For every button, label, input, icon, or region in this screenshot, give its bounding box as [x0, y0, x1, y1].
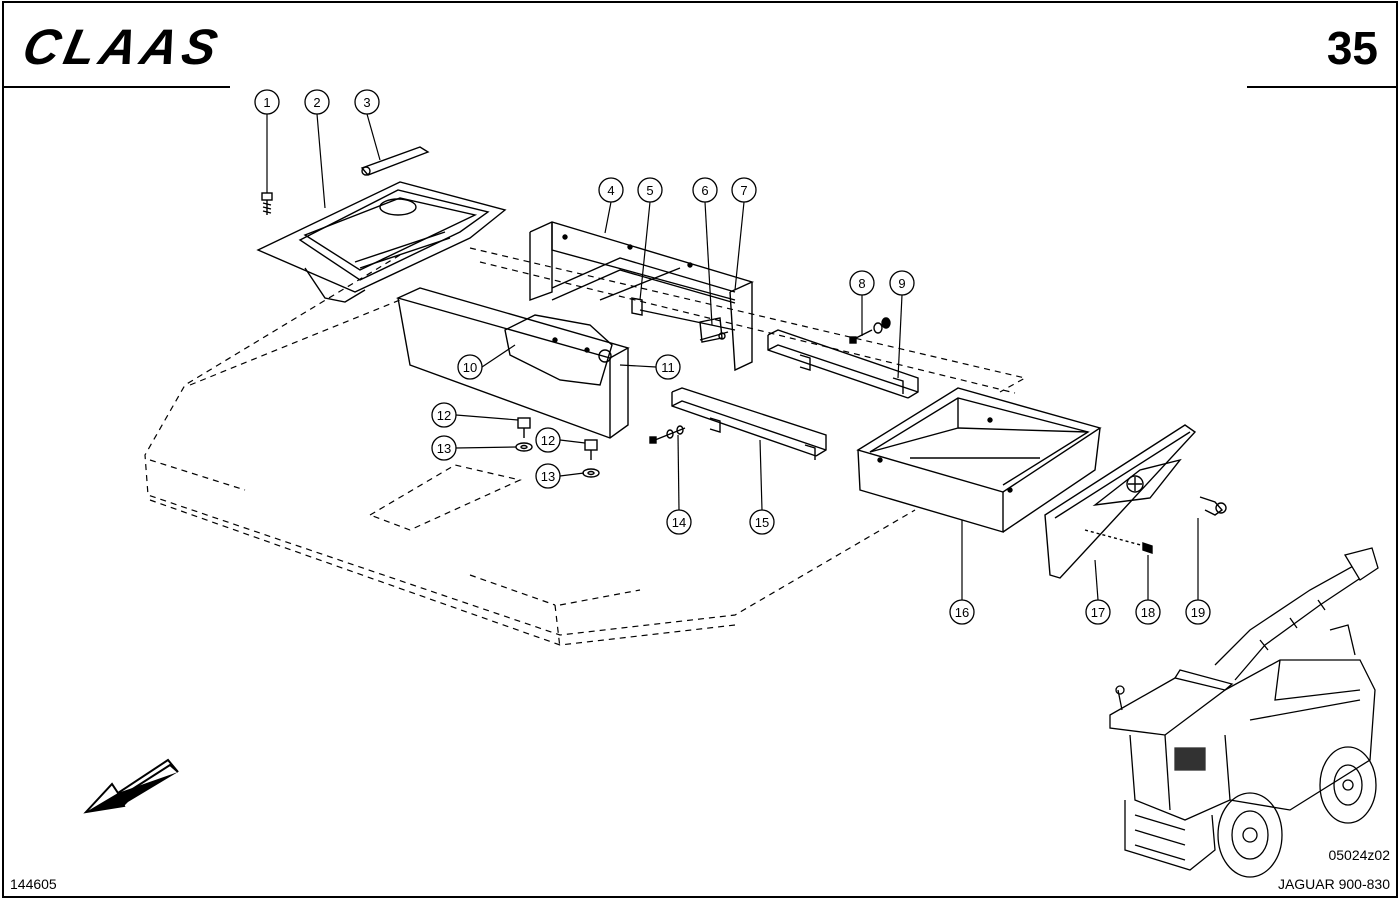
callout: 5 [637, 177, 663, 203]
callout-number: 6 [701, 183, 708, 198]
callout-number: 17 [1091, 605, 1105, 620]
callout-number: 13 [437, 441, 451, 456]
callout-number: 1 [263, 95, 270, 110]
view-code: 05024z02 [1328, 847, 1390, 863]
callout-leaders [266, 113, 1199, 601]
callout: 12 [535, 427, 561, 453]
part-box-16 [856, 387, 1102, 533]
callout: 1 [254, 89, 280, 115]
callout: 11 [655, 354, 681, 380]
callout: 2 [304, 89, 330, 115]
part-fasteners-18-19 [1084, 496, 1227, 554]
part-tray [256, 181, 507, 303]
callout-number: 13 [541, 469, 555, 484]
part-rail-15 [671, 387, 827, 460]
part-key-3 [360, 146, 430, 176]
callout: 14 [666, 509, 692, 535]
callout-number: 11 [661, 360, 675, 375]
callout-number: 15 [755, 515, 769, 530]
brand-logo: CLAAS [18, 19, 227, 75]
callout-number: 14 [672, 515, 686, 530]
forage-harvester-icon [1109, 547, 1379, 878]
callout: 15 [749, 509, 775, 535]
machine-outline-dashed [144, 247, 1027, 649]
part-screw-1 [261, 192, 273, 215]
part-box-10 [395, 287, 630, 439]
callout-number: 16 [955, 605, 969, 620]
callout: 6 [692, 177, 718, 203]
model-name: JAGUAR 900-830 [1278, 876, 1390, 892]
callout-number: 5 [646, 183, 653, 198]
callout: 10 [457, 354, 483, 380]
callout-number: 7 [740, 183, 747, 198]
callout-number: 12 [541, 433, 555, 448]
callout-number: 9 [898, 276, 905, 291]
callout: 13 [431, 435, 457, 461]
callout-number: 18 [1141, 605, 1155, 620]
callout: 12 [431, 402, 457, 428]
part-cover-17 [1044, 424, 1197, 579]
callout: 13 [535, 463, 561, 489]
callout-number: 3 [363, 95, 370, 110]
callout-number: 19 [1191, 605, 1205, 620]
callout: 9 [889, 270, 915, 296]
callout: 19 [1185, 599, 1211, 625]
part-bolt-14 [649, 425, 686, 444]
page-number: 35 [1327, 22, 1378, 74]
callout-number: 8 [858, 276, 865, 291]
callout: 7 [731, 177, 757, 203]
callout: 3 [354, 89, 380, 115]
part-bracket-5-6 [631, 297, 729, 343]
callout: 16 [949, 599, 975, 625]
callout: 4 [598, 177, 624, 203]
callout: 17 [1085, 599, 1111, 625]
callout: 8 [849, 270, 875, 296]
part-bolt-8 [849, 317, 891, 344]
callout: 18 [1135, 599, 1161, 625]
callout-number: 10 [463, 360, 477, 375]
part-frame-4 [529, 221, 754, 372]
direction-arrow-icon [83, 758, 179, 814]
callout-number: 12 [437, 408, 451, 423]
part-rail-9 [767, 329, 919, 399]
callout-number: 4 [607, 183, 614, 198]
callout-number: 2 [313, 95, 320, 110]
drawing-id: 144605 [10, 876, 57, 892]
